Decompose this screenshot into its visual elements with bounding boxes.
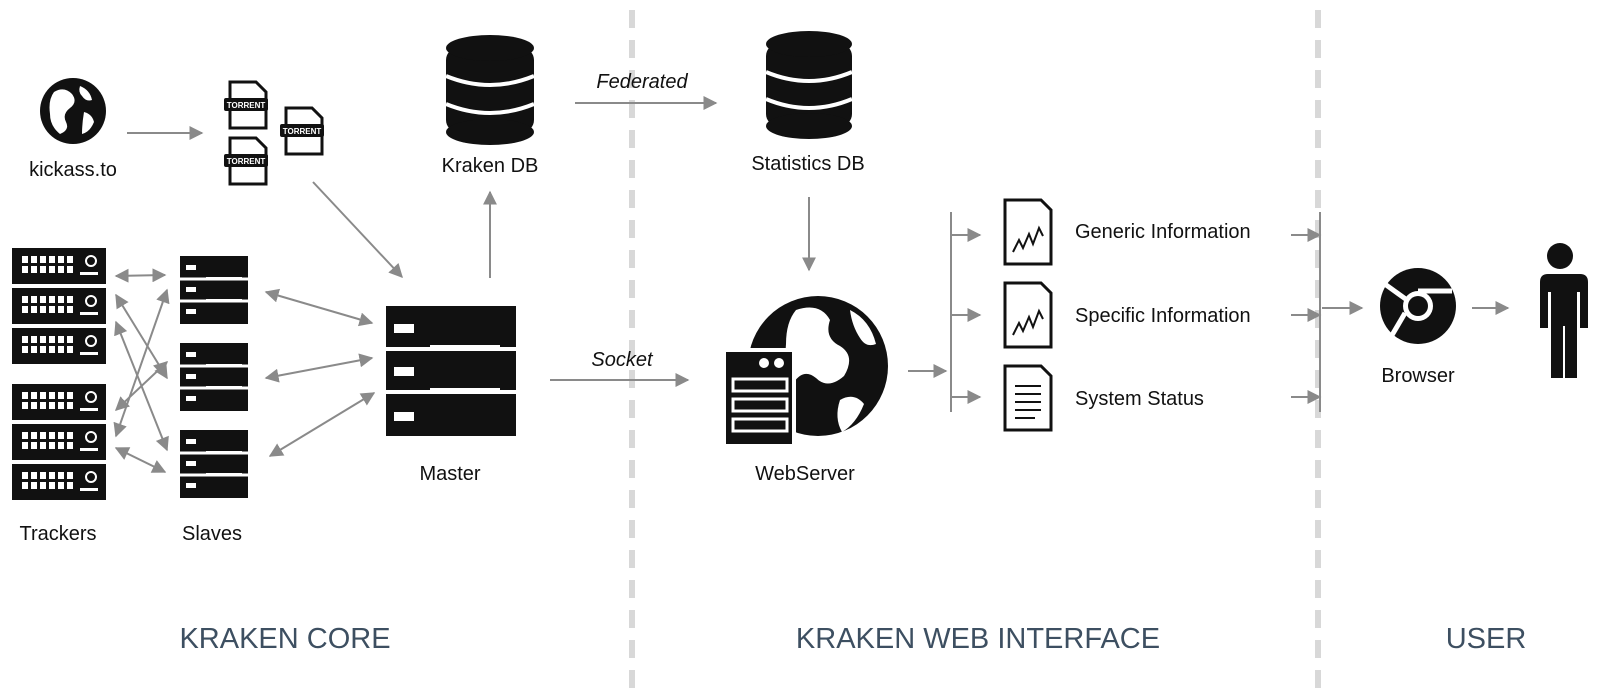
tracker-slave-links (113, 268, 170, 473)
kickass-label: kickass.to (29, 159, 117, 181)
web-server-icon (722, 296, 888, 448)
chrome-browser-icon (1380, 268, 1456, 346)
federated-label: Federated (596, 71, 688, 93)
browser-label: Browser (1381, 365, 1455, 387)
generic-info-label: Generic Information (1075, 221, 1251, 243)
system-status-label: System Status (1075, 388, 1204, 410)
server-icon (386, 306, 516, 436)
torrent-tag: TORRENT (227, 157, 266, 166)
slave-master-links (264, 288, 376, 457)
kraken-db-label: Kraken DB (442, 155, 539, 177)
trackers-label: Trackers (19, 523, 96, 545)
rack-server-icon (12, 248, 106, 284)
rack-server-icon (12, 464, 106, 500)
section-title-core: KRAKEN CORE (179, 623, 390, 655)
chart-document-icon (1003, 281, 1053, 349)
section-title-web: KRAKEN WEB INTERFACE (796, 623, 1160, 655)
rack-server-icon (12, 384, 106, 420)
slaves-label: Slaves (182, 523, 242, 545)
database-icon (765, 31, 853, 139)
globe-icon (40, 78, 106, 144)
torrent-file-icon: TORRENT (224, 80, 268, 130)
webserver-label: WebServer (755, 463, 855, 485)
slaves-group (180, 256, 248, 498)
section-title-user: USER (1446, 623, 1527, 655)
torrent-tag: TORRENT (283, 127, 322, 136)
arrow-torrents-master (312, 181, 403, 279)
rack-server-icon (12, 328, 106, 364)
rack-server-icon (12, 424, 106, 460)
statistics-db-label: Statistics DB (751, 153, 864, 175)
database-icon (445, 35, 535, 145)
person-icon (1540, 243, 1588, 378)
torrent-file-icon: TORRENT (224, 136, 268, 186)
socket-label: Socket (591, 349, 654, 371)
specific-info-label: Specific Information (1075, 305, 1251, 327)
server-icon (180, 343, 248, 411)
text-document-icon (1003, 364, 1053, 432)
torrent-tag: TORRENT (227, 101, 266, 110)
master-label: Master (419, 463, 480, 485)
chart-document-icon (1003, 198, 1053, 266)
trackers-group (12, 248, 106, 500)
rack-server-icon (12, 288, 106, 324)
server-icon (180, 256, 248, 324)
server-icon (180, 430, 248, 498)
torrent-file-icon: TORRENT (280, 106, 324, 156)
